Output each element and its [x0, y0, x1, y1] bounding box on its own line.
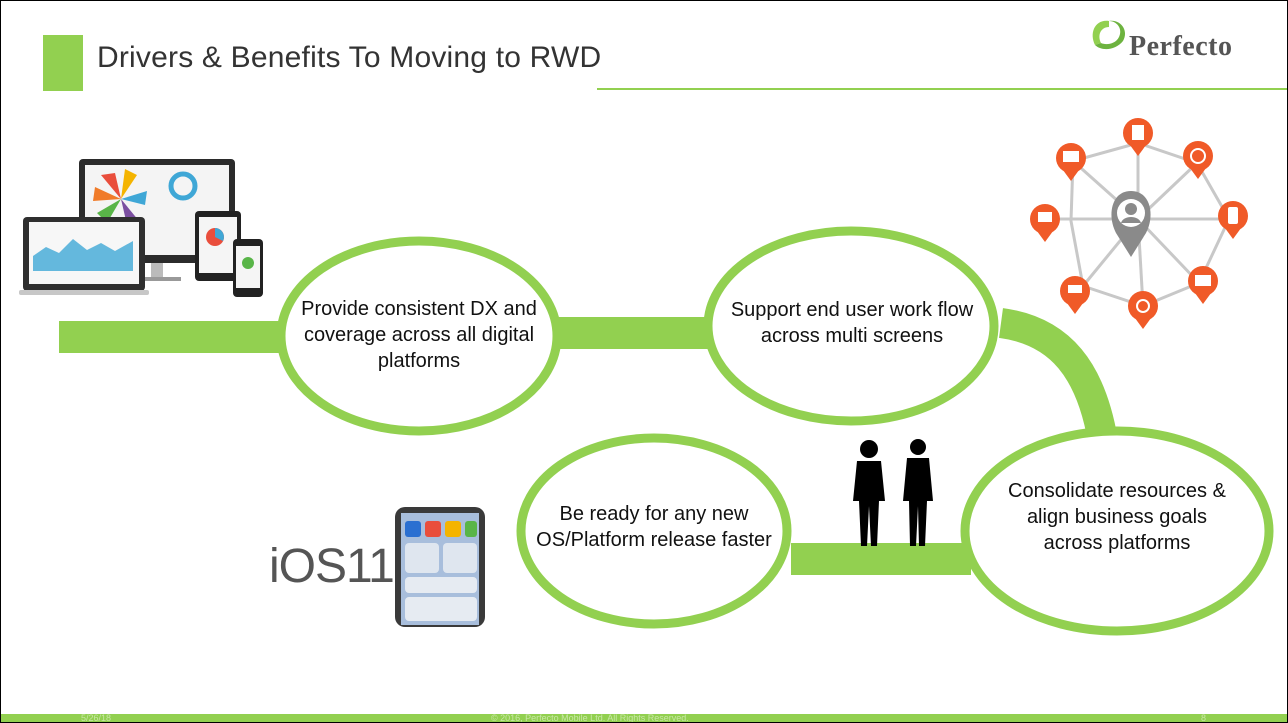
bubble-1-shape [276, 236, 562, 436]
devices-image [19, 159, 263, 297]
globe-pin-icon [1183, 141, 1213, 179]
footer-copyright: © 2016, Perfecto Mobile Ltd. All Rights … [491, 713, 689, 723]
title-accent-block [43, 35, 83, 91]
tv-pin-icon [1056, 143, 1086, 181]
cart-pin-icon [1060, 276, 1090, 314]
perfecto-logo-icon [1092, 20, 1126, 50]
bubble-4-shape [960, 426, 1274, 636]
document-pin-icon [1123, 118, 1153, 156]
ios11-label: iOS11 [269, 540, 395, 593]
ios11-phone-image [395, 507, 485, 627]
slide-title: Drivers & Benefits To Moving to RWD [97, 41, 602, 74]
logo-text: Perfecto [1129, 31, 1233, 62]
footer-page-number: 8 [1201, 713, 1207, 723]
laptop-pin-icon [1030, 204, 1060, 242]
bubble-3-shape [516, 433, 792, 629]
road-segment-left [59, 321, 289, 353]
road-segment-bottom [791, 543, 971, 575]
road-segment-curve [998, 308, 1118, 444]
bubble-4-text: Consolidate resources & align business g… [1008, 480, 1226, 554]
bubble-1-text: Provide consistent DX and coverage acros… [301, 298, 537, 372]
email-pin-icon [1188, 266, 1218, 304]
road-segment-middle [549, 317, 719, 349]
mobile-pin-icon [1218, 201, 1248, 239]
headset-pin-icon [1128, 291, 1158, 329]
title-underline [597, 88, 1287, 90]
channels-network-image [1046, 141, 1231, 308]
footer-bar: 5/26/18 © 2016, Perfecto Mobile Ltd. All… [1, 713, 1287, 723]
bubble-3-text: Be ready for any new OS/Platform release… [536, 503, 772, 551]
bubble-2-text: Support end user work flow across multi … [730, 299, 974, 347]
people-silhouette-image [853, 439, 933, 546]
footer-date: 5/26/18 [81, 713, 112, 723]
bubble-2-shape [703, 226, 999, 426]
